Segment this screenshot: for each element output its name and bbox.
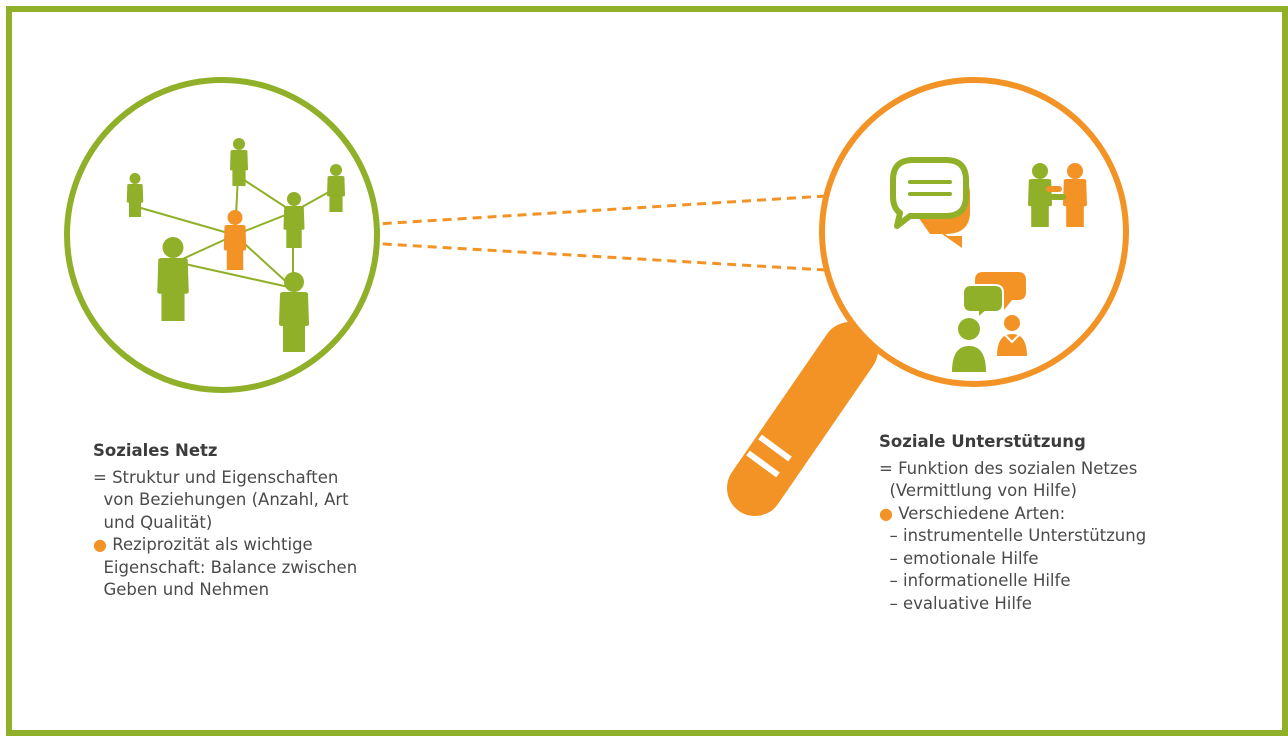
support-type-item: – evaluative Hilfe xyxy=(879,593,1259,616)
caption-line: und Qualität) xyxy=(93,512,213,532)
caption-line: Eigenschaft: Balance zwischen xyxy=(93,557,453,580)
caption-line: = Struktur und Eigenschaften xyxy=(93,467,339,487)
caption-title: Soziale Unterstützung xyxy=(879,432,1086,451)
two-people-icon xyxy=(1028,163,1087,227)
caption-bullet: ● Verschiedene Arten: xyxy=(879,503,1259,526)
magnifier-handle-icon xyxy=(727,322,878,516)
conversation-icon xyxy=(952,272,1027,372)
support-type-text: – instrumentelle Unterstützung xyxy=(889,526,1147,545)
caption-bullet-text: Reziprozität als wichtige xyxy=(112,535,313,554)
support-type-text: – evaluative Hilfe xyxy=(889,593,1032,613)
caption-title: Soziales Netz xyxy=(93,441,218,460)
caption-bullet-text: Eigenschaft: Balance zwischen xyxy=(103,557,358,577)
caption-social-network: Soziales Netz = Struktur und Eigenschaft… xyxy=(93,440,453,602)
caption-line: von Beziehungen (Anzahl, Art xyxy=(93,490,349,509)
support-type-text: – informationelle Hilfe xyxy=(889,571,1071,590)
caption-bullet-text: Verschiedene Arten: xyxy=(898,503,1066,523)
speech-bubble-icon xyxy=(890,157,970,248)
bullet-dot-icon: ● xyxy=(879,503,893,523)
caption-line: Geben und Nehmen xyxy=(93,579,453,602)
caption-social-support: Soziale Unterstützung = Funktion des soz… xyxy=(879,431,1259,615)
support-type-text: – emotionale Hilfe xyxy=(889,548,1039,568)
caption-bullet: ● Reziprozität als wichtige xyxy=(93,534,453,557)
magnifier-lens-circle xyxy=(819,77,1129,387)
social-network-circle xyxy=(64,77,380,393)
support-type-item: – informationelle Hilfe xyxy=(879,570,1259,593)
caption-line: = Funktion des sozialen Netzes xyxy=(879,458,1138,478)
caption-line: (Vermittlung von Hilfe) xyxy=(879,481,1077,500)
support-type-item: – emotionale Hilfe xyxy=(879,548,1259,571)
bullet-dot-icon: ● xyxy=(93,535,107,554)
support-type-item: – instrumentelle Unterstützung xyxy=(879,525,1259,548)
caption-bullet-text: Geben und Nehmen xyxy=(103,580,270,599)
